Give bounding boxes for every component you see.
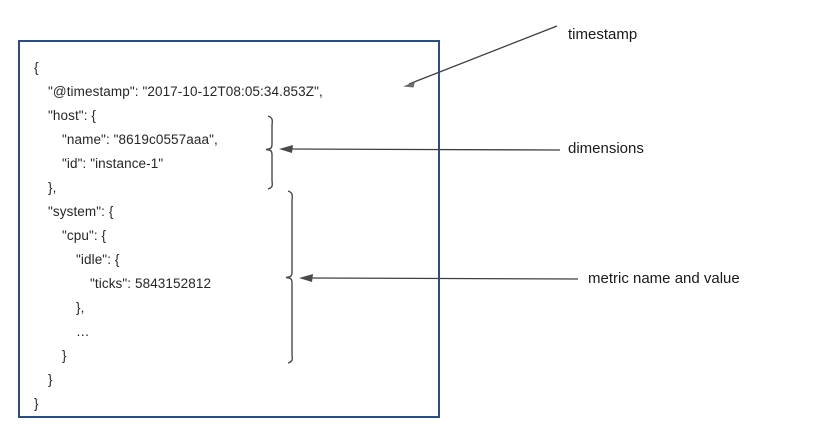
json-line: "name": "8619c0557aaa", (62, 132, 218, 147)
json-line-list: { "@timestamp": "2017-10-12T08:05:34.853Z… (34, 56, 424, 416)
json-line: { (34, 60, 39, 75)
json-line: }, (48, 180, 57, 195)
annotation-label-dimensions: dimensions (568, 140, 644, 157)
json-document-box: { "@timestamp": "2017-10-12T08:05:34.853Z… (18, 40, 440, 418)
json-line: } (34, 396, 39, 411)
json-line: } (48, 372, 53, 387)
json-line: } (62, 348, 67, 363)
json-line: "idle": { (76, 252, 120, 267)
json-line: "ticks": 5843152812 (90, 276, 212, 291)
json-line: "host": { (48, 108, 97, 123)
json-line: }, (76, 300, 85, 315)
annotation-label-metric: metric name and value (588, 270, 740, 287)
json-line: "cpu": { (62, 228, 107, 243)
json-line: "id": "instance-1" (62, 156, 164, 171)
annotation-label-timestamp: timestamp (568, 26, 638, 43)
json-line: "@timestamp": "2017-10-12T08:05:34.853Z"… (48, 84, 323, 99)
json-line: "system": { (48, 204, 114, 219)
json-line: … (76, 324, 90, 339)
